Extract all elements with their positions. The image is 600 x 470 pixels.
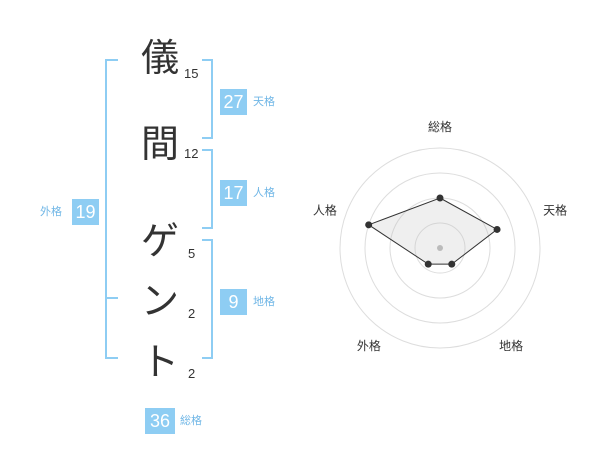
- name-char-4: ン: [140, 279, 179, 323]
- radar-ring-3: [364, 172, 516, 324]
- jinkaku-label: 人格: [253, 186, 275, 199]
- radar-ring-4: [339, 147, 541, 349]
- radar-area: [367, 197, 498, 265]
- stroke-count-2: 12: [184, 146, 199, 161]
- radar-center: [437, 245, 443, 251]
- jinkaku-bracket: [202, 149, 213, 229]
- tenkaku-bracket: [202, 59, 213, 139]
- radar-point-1: [436, 194, 444, 202]
- radar-axis-label-5: 人格: [313, 203, 337, 218]
- radar-ring-1: [414, 222, 466, 274]
- name-char-1: 儀: [140, 36, 179, 80]
- radar-point-4: [424, 260, 432, 268]
- gaikaku-value: 19: [72, 199, 99, 225]
- soukaku-label: 総格: [180, 414, 202, 427]
- stroke-count-3: 5: [188, 246, 196, 261]
- tenkaku-label: 天格: [253, 95, 275, 108]
- radar-point-5: [365, 221, 373, 229]
- gaikaku-bracket: [105, 59, 118, 359]
- stroke-count-4: 2: [188, 306, 196, 321]
- gaikaku-label: 外格: [40, 205, 62, 218]
- radar-axis-label-2: 天格: [543, 203, 567, 218]
- tenkaku-value: 27: [220, 89, 247, 115]
- name-char-3: ゲ: [140, 219, 179, 263]
- radar-point-3: [448, 260, 456, 268]
- chikaku-label: 地格: [253, 295, 275, 308]
- chikaku-value: 9: [220, 289, 247, 315]
- soukaku-value: 36: [145, 408, 175, 434]
- chikaku-bracket: [202, 239, 213, 359]
- stroke-count-5: 2: [188, 366, 196, 381]
- jinkaku-value: 17: [220, 180, 247, 206]
- stroke-count-1: 15: [184, 66, 199, 81]
- radar-point-2: [493, 225, 501, 233]
- name-char-2: 間: [140, 122, 179, 166]
- radar-axis-label-4: 外格: [357, 338, 381, 353]
- radar-axis-label-1: 総格: [428, 119, 452, 134]
- name-char-5: ト: [140, 340, 179, 384]
- radar-axis-label-3: 地格: [499, 338, 523, 353]
